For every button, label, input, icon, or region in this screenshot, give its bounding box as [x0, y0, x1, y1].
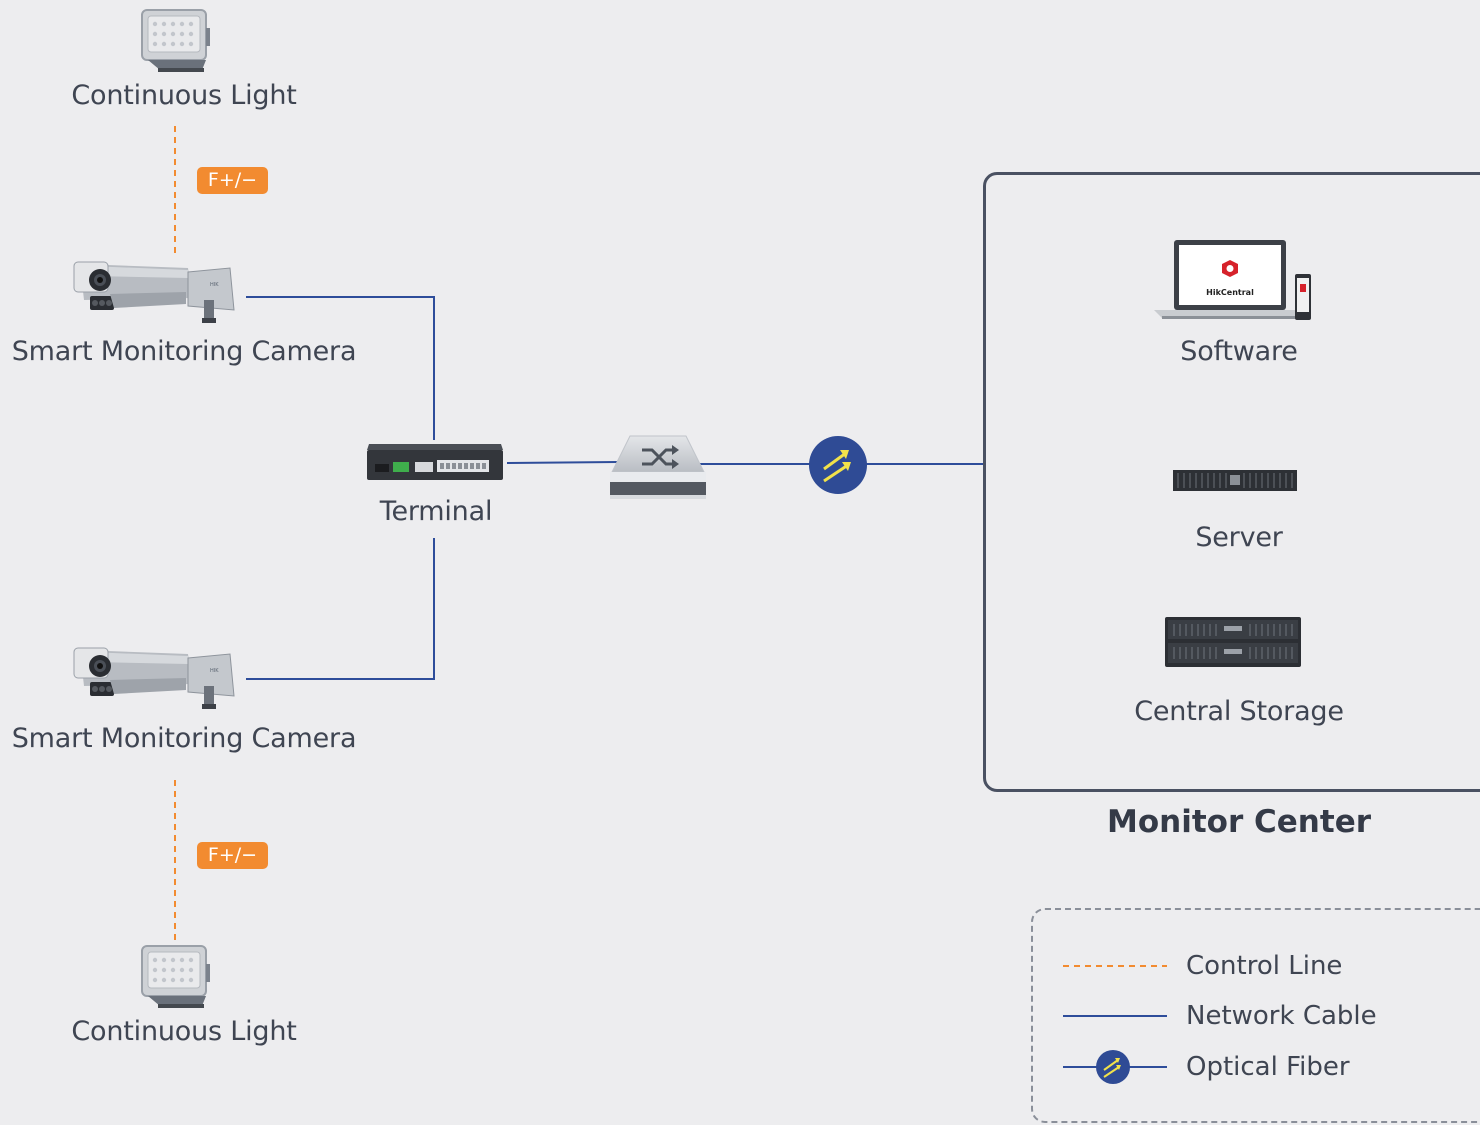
svg-text:HIK: HIK [210, 668, 219, 674]
terminal-device-icon [367, 444, 503, 480]
camera-bottom-label: Smart Monitoring Camera [11, 723, 357, 754]
monitor-center-frame [983, 172, 1480, 792]
light-bottom-label: Continuous Light [71, 1016, 297, 1047]
software-label: Software [1180, 336, 1298, 367]
server-label: Server [1195, 522, 1283, 553]
monitor-center-title: Monitor Center [1106, 804, 1372, 840]
laptop-software-icon: HikCentral [1154, 240, 1311, 320]
terminal-label: Terminal [379, 496, 493, 527]
legend-item-network-cable: Network Cable [1063, 1001, 1480, 1031]
network-cable-terminal-switch [506, 461, 619, 464]
optical-fiber-swatch [1063, 1050, 1167, 1084]
network-cable-camera-bottom [246, 538, 435, 680]
software-brand: HikCentral [1206, 288, 1254, 297]
control-badge-bottom: F+/− [197, 842, 268, 869]
network-cable-swatch [1063, 1015, 1167, 1017]
legend-label: Optical Fiber [1186, 1052, 1350, 1082]
legend-label: Control Line [1186, 951, 1343, 981]
legend: Control Line Network Cable Optical Fiber [1031, 908, 1480, 1123]
storage-array-icon [1165, 617, 1301, 667]
network-cable-camera-top [246, 296, 435, 440]
legend-item-control-line: Control Line [1063, 951, 1480, 981]
floodlight-icon [141, 9, 210, 72]
central-storage-label: Central Storage [1134, 696, 1344, 727]
light-top-label: Continuous Light [71, 80, 297, 111]
rack-server-icon [1173, 470, 1297, 491]
network-switch-icon [610, 435, 706, 499]
floodlight-icon [141, 945, 210, 1008]
camera-top-label: Smart Monitoring Camera [11, 336, 357, 367]
svg-text:HIK: HIK [210, 282, 219, 288]
camera-top-icon: HIK [73, 261, 235, 323]
control-badge-top: F+/− [197, 167, 268, 194]
legend-label: Network Cable [1186, 1001, 1377, 1031]
camera-bottom-icon: HIK [73, 647, 235, 709]
optical-fiber-icon [809, 436, 867, 494]
legend-item-optical-fiber: Optical Fiber [1063, 1050, 1480, 1084]
control-line-swatch [1063, 965, 1167, 967]
